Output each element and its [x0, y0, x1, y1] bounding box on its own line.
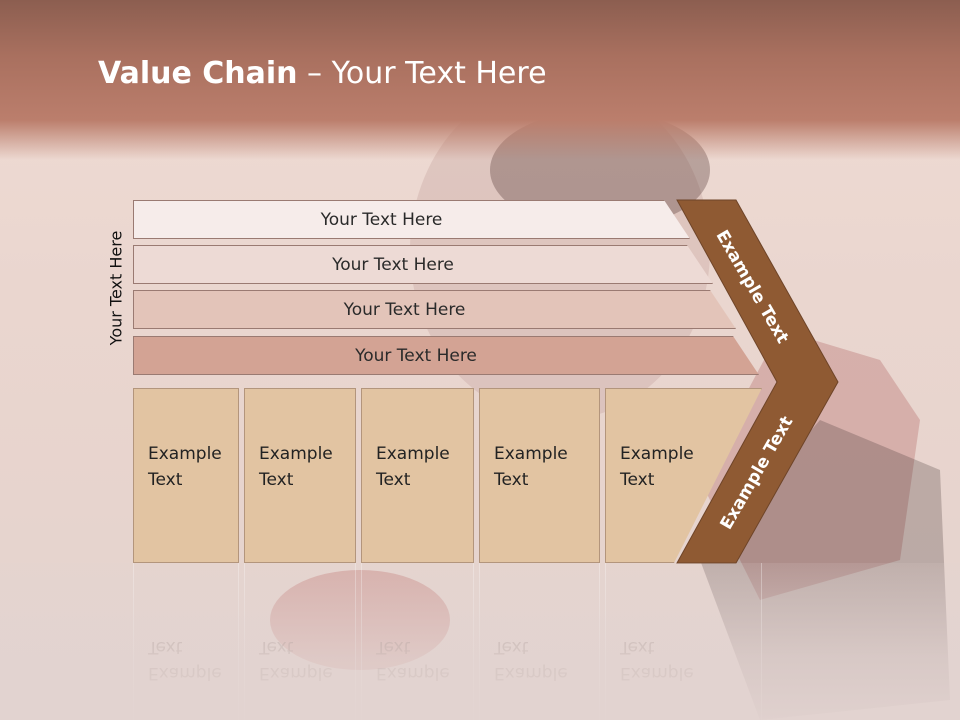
row-bar: Your Text Here	[133, 200, 690, 239]
column-line-1: Example	[620, 444, 694, 464]
slide-title: Value Chain – Your Text Here	[98, 56, 547, 91]
row-bar: Your Text Here	[133, 245, 713, 284]
column-line-1: Example	[494, 444, 568, 464]
column-line-2: Text	[494, 470, 529, 490]
column-line-1: Example	[259, 444, 333, 464]
column-line-1: Example	[148, 444, 222, 464]
title-strong: Value Chain	[98, 56, 298, 91]
column-line-2: Text	[376, 470, 411, 490]
reflection-fade	[0, 563, 960, 720]
title-rest: – Your Text Here	[297, 56, 547, 91]
column-line-2: Text	[148, 470, 183, 490]
column-line-1: Example	[376, 444, 450, 464]
column-line-2: Text	[620, 470, 655, 490]
row-bar: Your Text Here	[133, 290, 736, 329]
header-band	[0, 0, 960, 160]
chevron-shape	[676, 199, 839, 564]
column-line-2: Text	[259, 470, 294, 490]
